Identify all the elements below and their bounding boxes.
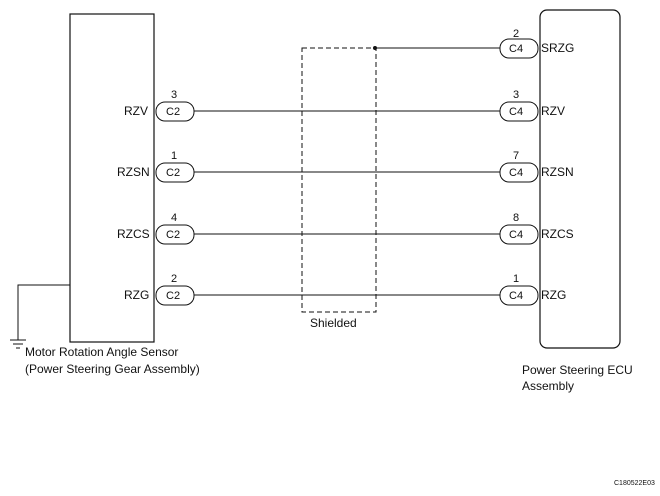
ecu-connector-rzsn: C4	[499, 162, 539, 183]
svg-text:C2: C2	[166, 167, 180, 179]
ecu-name-line1: Power Steering ECU	[522, 363, 633, 377]
sensor-name-line2: (Power Steering Gear Assembly)	[25, 362, 200, 376]
shield-label: Shielded	[310, 316, 357, 330]
svg-text:C2: C2	[166, 106, 180, 118]
sensor-signal-rzcs: RZCS	[117, 227, 150, 241]
ecu-signal-rzv: RZV	[541, 104, 565, 118]
ecu-connector-srzg: C4	[499, 38, 539, 59]
ecu-signal-rzg: RZG	[541, 288, 566, 302]
ecu-pin-rzg: 1	[513, 273, 519, 285]
svg-text:C4: C4	[509, 43, 523, 55]
ecu-connector-rzcs: C4	[499, 224, 539, 245]
sensor-pin-rzsn: 1	[171, 150, 177, 162]
ecu-pin-rzsn: 7	[513, 150, 519, 162]
sensor-connector-rzg: C2	[155, 285, 195, 306]
sensor-connector-rzcs: C2	[155, 224, 195, 245]
ecu-signal-srzg: SRZG	[541, 41, 574, 55]
ecu-name-line2: Assembly	[522, 379, 574, 393]
sensor-name-line1: Motor Rotation Angle Sensor	[25, 345, 178, 359]
ground-wire	[17, 284, 70, 340]
sensor-connector-rzv: C2	[155, 101, 195, 122]
sensor-box	[69, 13, 155, 343]
sensor-signal-rzsn: RZSN	[117, 165, 150, 179]
sensor-connector-rzsn: C2	[155, 162, 195, 183]
svg-text:C4: C4	[509, 167, 523, 179]
ecu-connector-rzg: C4	[499, 285, 539, 306]
svg-text:C2: C2	[166, 229, 180, 241]
sensor-pin-rzcs: 4	[171, 212, 177, 224]
sensor-pin-rzv: 3	[171, 89, 177, 101]
sensor-signal-rzg: RZG	[124, 288, 149, 302]
svg-text:C4: C4	[509, 229, 523, 241]
figure-code: C180522E03	[614, 480, 655, 487]
ecu-pin-srzg: 2	[513, 28, 519, 40]
ecu-signal-rzcs: RZCS	[541, 227, 574, 241]
sensor-signal-rzv: RZV	[124, 104, 148, 118]
svg-text:C2: C2	[166, 290, 180, 302]
svg-text:C4: C4	[509, 290, 523, 302]
ecu-signal-rzsn: RZSN	[541, 165, 574, 179]
ground-icon	[10, 339, 26, 349]
ecu-box	[539, 9, 621, 349]
shield-box	[301, 47, 377, 313]
ecu-connector-rzv: C4	[499, 101, 539, 122]
ecu-pin-rzcs: 8	[513, 212, 519, 224]
sensor-pin-rzg: 2	[171, 273, 177, 285]
ecu-pin-rzv: 3	[513, 89, 519, 101]
svg-text:C4: C4	[509, 106, 523, 118]
